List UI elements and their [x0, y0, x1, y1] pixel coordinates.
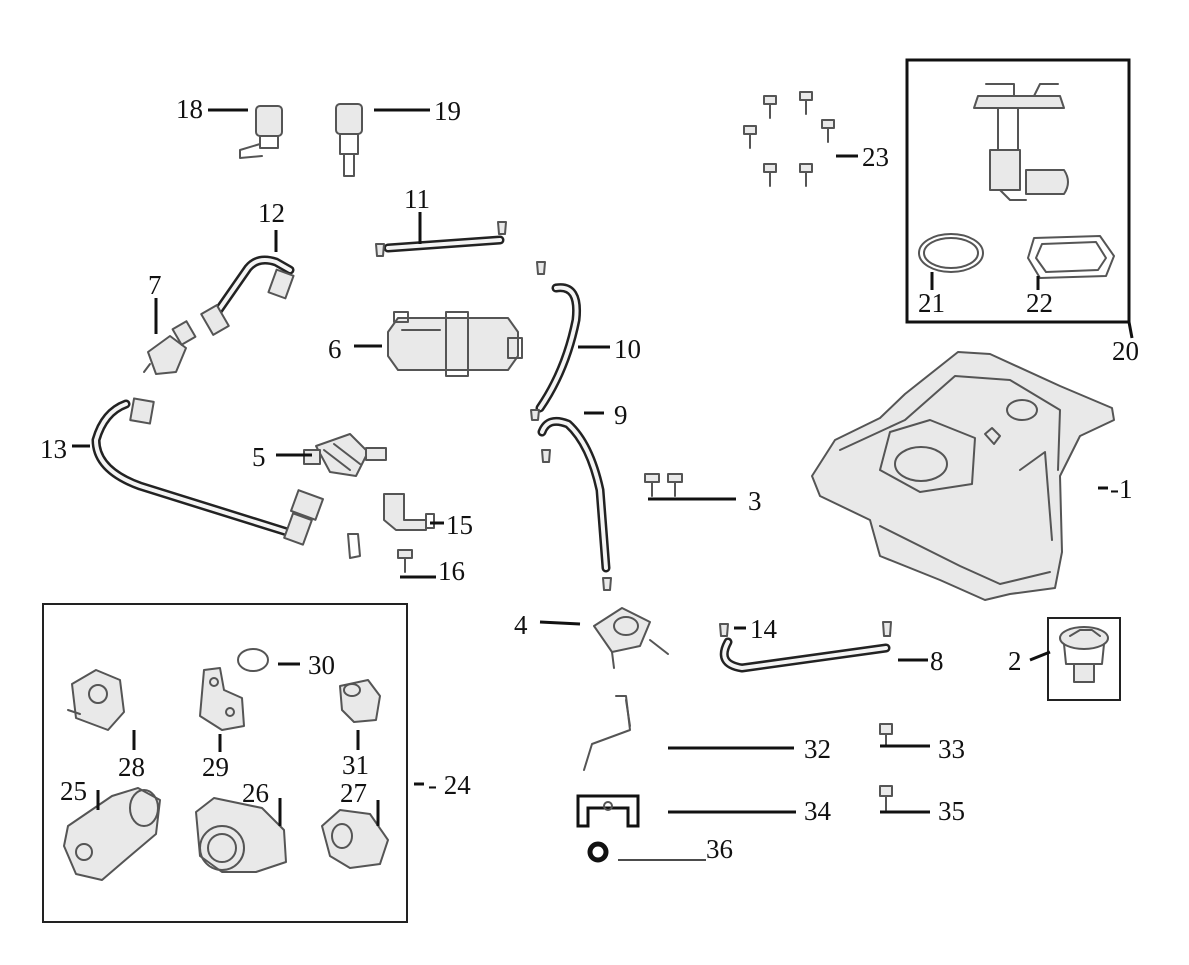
- leader-20: [1127, 321, 1134, 339]
- hose-10: [530, 261, 582, 421]
- charcoal-canister: [387, 311, 523, 377]
- bracket-34: [576, 794, 640, 828]
- gasket-22: [1027, 235, 1115, 279]
- throttle-body-26: [195, 797, 287, 873]
- bracket-32: [583, 695, 631, 771]
- hose-11: [375, 221, 507, 257]
- fuel-pump-module: [973, 83, 1069, 201]
- callout-18: 18: [176, 94, 203, 124]
- callout-30: 30: [308, 650, 335, 680]
- intake-manifold-25: [63, 787, 161, 881]
- screw-16: [347, 533, 413, 573]
- fuel-cap: [1059, 626, 1109, 683]
- callout-28: 28: [118, 752, 145, 782]
- o-ring-36: [587, 841, 609, 863]
- elbow-fitting-15: [383, 493, 435, 531]
- callout-31: 31: [342, 750, 369, 780]
- actuator-27: [321, 809, 389, 869]
- fuel-pipe-13: [91, 397, 324, 546]
- leader-2: [1029, 650, 1051, 662]
- callout-1: -1: [1110, 474, 1133, 504]
- callout-27: 27: [340, 778, 367, 808]
- callout-14: 14: [750, 614, 778, 644]
- o-ring-21: [918, 233, 984, 273]
- valve: [593, 607, 669, 669]
- fuel-tank: [811, 351, 1115, 601]
- screws-23: [743, 91, 835, 187]
- hose-8: [719, 621, 892, 673]
- callout-13: 13: [40, 434, 67, 464]
- fuel-pump-kit-frame: [905, 58, 1131, 324]
- o-ring-30: [237, 648, 269, 672]
- leader-4: [539, 620, 581, 626]
- callout-2: 2: [1008, 646, 1022, 676]
- inline-fuel-filter: [303, 433, 387, 477]
- clamp-14: [719, 623, 729, 637]
- callout-11: 11: [404, 184, 430, 214]
- bolt-35: [879, 785, 893, 811]
- callout-24: - 24: [428, 770, 471, 800]
- bolt-33: [879, 723, 893, 747]
- fuel-pipe-12: [200, 255, 295, 336]
- callout-3: 3: [748, 486, 762, 516]
- callout-4: 4: [514, 610, 528, 640]
- callout-9: 9: [614, 400, 628, 430]
- callout-8: 8: [930, 646, 944, 676]
- callout-23: 23: [862, 142, 889, 172]
- callout-10: 10: [614, 334, 641, 364]
- callout-29: 29: [202, 752, 229, 782]
- callout-26: 26: [242, 778, 269, 808]
- callout-5: 5: [252, 442, 266, 472]
- callout-15: 15: [446, 510, 473, 540]
- callout-12: 12: [258, 198, 285, 228]
- fuel-filter-7: [143, 320, 197, 375]
- callout-20: 20: [1112, 336, 1139, 366]
- fuel-cap-frame: [1047, 617, 1121, 701]
- callout-22: 22: [1026, 288, 1053, 318]
- throttle-position-sensor-28: [67, 669, 125, 731]
- callout-25: 25: [60, 776, 87, 806]
- callout-7: 7: [148, 270, 162, 300]
- callout-34: 34: [804, 796, 832, 826]
- callout-21: 21: [918, 288, 945, 318]
- callout-16: 16: [438, 556, 465, 586]
- throttle-kit-frame: [42, 603, 408, 923]
- callout-33: 33: [938, 734, 965, 764]
- callout-6: 6: [328, 334, 342, 364]
- bolts-3: [644, 473, 683, 497]
- hose-9: [537, 416, 612, 591]
- bracket-29: [199, 667, 245, 731]
- idle-valve-31: [339, 679, 381, 723]
- connector-18: [239, 105, 283, 159]
- callout-19: 19: [434, 96, 461, 126]
- connector-19: [335, 103, 363, 177]
- callout-36: 36: [706, 834, 733, 864]
- callout-32: 32: [804, 734, 831, 764]
- callout-35: 35: [938, 796, 965, 826]
